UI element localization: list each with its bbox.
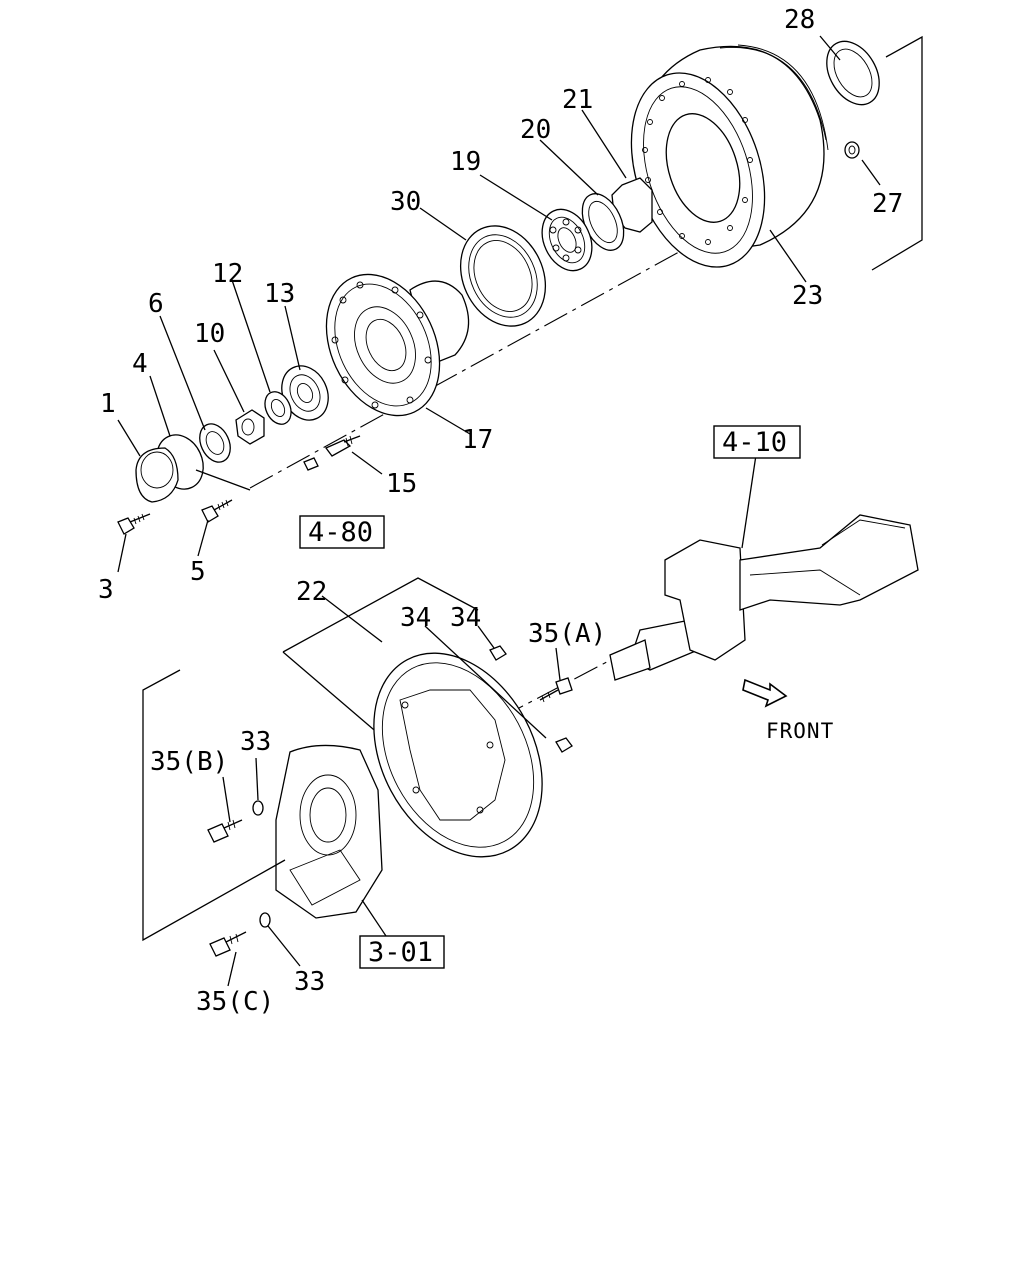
seal-6 — [199, 423, 231, 463]
nut-27 — [844, 141, 860, 159]
callout-33a[interactable]: 33 — [240, 727, 271, 757]
bolt-34a — [489, 645, 507, 661]
bolt-5 — [201, 499, 233, 523]
callout-22[interactable]: 22 — [296, 577, 327, 607]
bearing-13 — [281, 365, 329, 421]
brake-drum-23 — [630, 44, 829, 268]
part-callouts: 1 3 4 5 6 10 12 13 15 17 19 20 21 22 23 … — [98, 5, 903, 1017]
cap-group-bracket — [195, 469, 251, 491]
drum-group-bracket — [871, 35, 923, 271]
svg-text:3-01: 3-01 — [368, 937, 433, 968]
callout-3[interactable]: 3 — [98, 575, 114, 605]
lock-plate-21 — [611, 177, 653, 233]
callout-4[interactable]: 4 — [132, 349, 148, 379]
bolt-35c — [209, 931, 247, 957]
front-direction-label: FRONT — [766, 719, 834, 743]
callout-15[interactable]: 15 — [386, 469, 417, 499]
callout-19[interactable]: 19 — [450, 147, 481, 177]
callout-20[interactable]: 20 — [520, 115, 551, 145]
callout-17[interactable]: 17 — [462, 425, 493, 455]
backplate-group-bracket-left — [282, 651, 381, 736]
anchor-group-bracket — [142, 669, 286, 942]
rotor-ring-30 — [459, 225, 547, 327]
hub-axis-centerline — [249, 224, 729, 489]
bolt-35a — [539, 677, 573, 703]
bolt-3 — [117, 513, 151, 535]
bolt-35b — [207, 819, 243, 843]
stud-bolt-15 — [324, 435, 361, 457]
front-arrow-icon — [742, 678, 788, 708]
anchor-bracket — [275, 744, 383, 919]
callout-35b[interactable]: 35(B) — [150, 747, 228, 777]
reference-box-3-01[interactable]: 3-01 — [359, 935, 445, 969]
bolt-34b — [555, 737, 573, 753]
washer-12 — [264, 391, 292, 425]
callout-35a[interactable]: 35(A) — [528, 619, 606, 649]
callout-5[interactable]: 5 — [190, 557, 206, 587]
callout-28[interactable]: 28 — [784, 5, 815, 35]
svg-text:4-80: 4-80 — [308, 517, 373, 548]
callout-1[interactable]: 1 — [100, 389, 116, 419]
callout-23[interactable]: 23 — [792, 281, 823, 311]
callout-21[interactable]: 21 — [562, 85, 593, 115]
leader-lines — [117, 35, 881, 987]
backplate-group-bracket — [282, 577, 479, 653]
callout-34a[interactable]: 34 — [400, 603, 431, 633]
hub-cap-1 — [135, 447, 179, 503]
bearing-19 — [541, 208, 593, 272]
wheel-hub-17 — [325, 273, 470, 417]
callout-30[interactable]: 30 — [390, 187, 421, 217]
washer-33b — [259, 912, 271, 928]
callout-35c[interactable]: 35(C) — [196, 987, 274, 1017]
callout-13[interactable]: 13 — [264, 279, 295, 309]
callout-6[interactable]: 6 — [148, 289, 164, 319]
oil-seal-28 — [826, 40, 880, 106]
callout-10[interactable]: 10 — [194, 319, 225, 349]
callout-27[interactable]: 27 — [872, 189, 903, 219]
reference-box-4-80[interactable]: 4-80 — [299, 515, 385, 549]
callout-33b[interactable]: 33 — [294, 967, 325, 997]
callout-12[interactable]: 12 — [212, 259, 243, 289]
nut-4-80 — [303, 457, 319, 471]
washer-33a — [252, 800, 264, 816]
steering-knuckle — [609, 514, 919, 681]
reference-box-4-10[interactable]: 4-10 — [713, 425, 801, 459]
backing-plate-22 — [373, 652, 543, 858]
callout-34b[interactable]: 34 — [450, 603, 481, 633]
svg-text:4-10: 4-10 — [722, 427, 787, 458]
nut-10 — [235, 409, 265, 445]
